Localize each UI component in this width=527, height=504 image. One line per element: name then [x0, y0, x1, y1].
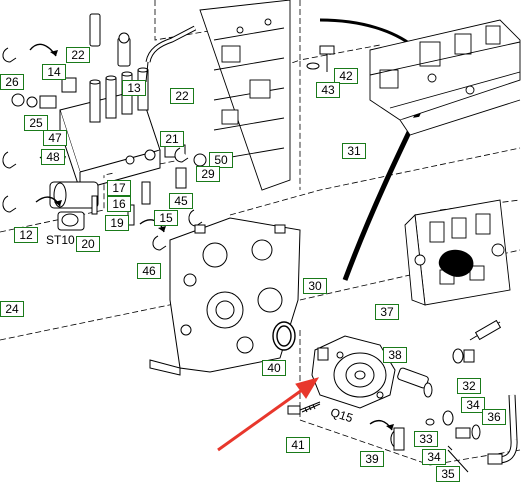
bolt-41	[287, 401, 321, 415]
callout-label: 43	[316, 82, 340, 98]
callout-label: 48	[41, 149, 65, 165]
callout-label: 50	[209, 152, 233, 168]
callout-label: 47	[43, 130, 67, 146]
callout-label: 45	[169, 193, 193, 209]
hose-right	[469, 319, 518, 465]
bolt-top	[306, 45, 335, 72]
callout-label: 35	[436, 466, 460, 482]
callout-label: 30	[303, 278, 327, 294]
hydraulic-pump	[311, 335, 396, 409]
callout-label: 33	[414, 431, 438, 447]
pointer-arrow	[217, 377, 320, 452]
callout-label: 13	[122, 80, 146, 96]
machine-frame-top-right	[369, 19, 521, 136]
callout-label: 19	[105, 215, 129, 231]
callout-label: 29	[196, 166, 220, 182]
callout-label: 31	[342, 143, 366, 159]
callout-label: 20	[76, 236, 100, 252]
callout-label: 46	[137, 263, 161, 279]
upper-frame	[199, 0, 291, 191]
callout-label: 21	[160, 131, 184, 147]
callout-label: 16	[107, 196, 131, 212]
callout-label: 37	[375, 304, 399, 320]
callout-label: 38	[383, 347, 407, 363]
callout-label: 36	[482, 409, 506, 425]
callout-label: 24	[0, 301, 24, 317]
callout-label: 12	[14, 227, 38, 243]
callout-label: 40	[262, 360, 286, 376]
callout-label: 22	[170, 88, 194, 104]
solenoid-coil	[49, 181, 99, 231]
callout-label: 14	[42, 64, 66, 80]
callout-label: 41	[286, 437, 310, 453]
hose-clamps	[2, 47, 405, 451]
callout-label: 42	[334, 68, 358, 84]
valve-coil-black	[438, 249, 474, 277]
callout-label: 22	[66, 47, 90, 63]
callout-label: 26	[0, 74, 24, 90]
callout-label: 34	[422, 449, 446, 465]
callout-label: 17	[107, 180, 131, 196]
pressure-fitting	[397, 367, 433, 398]
callout-label: 32	[457, 378, 481, 394]
seal-ring	[272, 321, 296, 351]
hose-top	[145, 25, 197, 83]
part-code: ST10	[46, 233, 75, 247]
callout-label: 25	[24, 115, 48, 131]
callout-label: 39	[360, 451, 384, 467]
callout-label: 34	[461, 397, 485, 413]
gearbox-housing	[149, 217, 301, 376]
fittings-bottom-right	[425, 348, 481, 473]
callout-label: 15	[154, 210, 178, 226]
